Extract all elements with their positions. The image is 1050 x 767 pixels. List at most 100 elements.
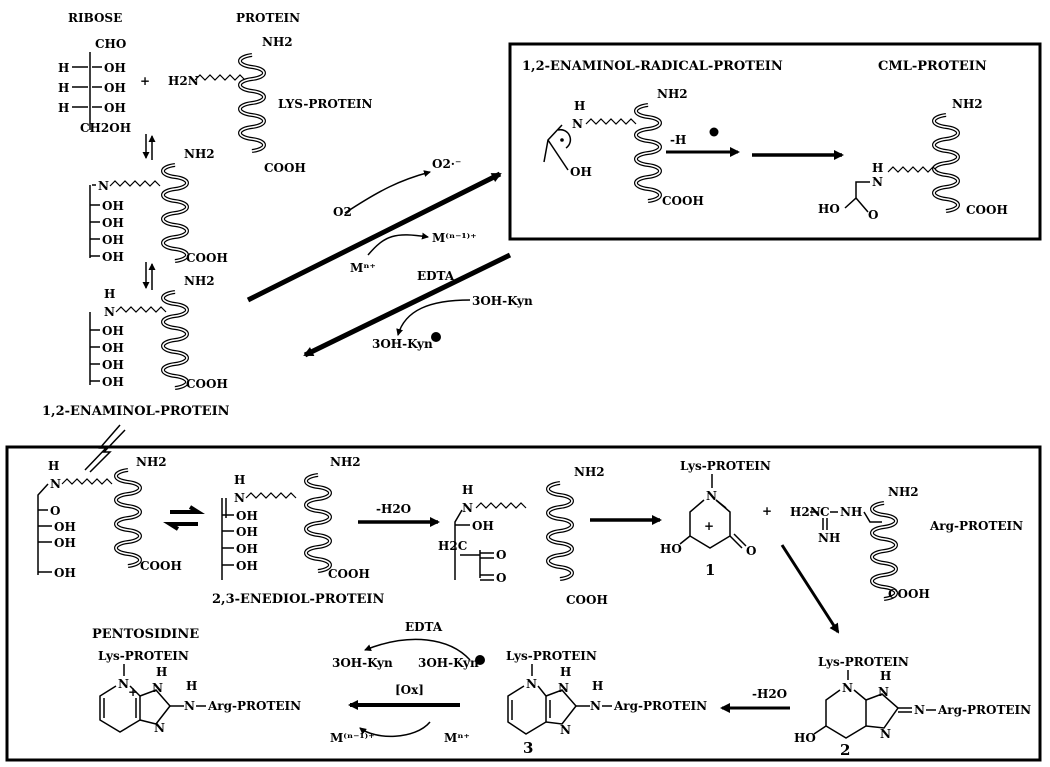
lys-protein-structure: PROTEIN NH2 H2N LYS-PROTEIN COOH <box>168 11 372 175</box>
svg-text:H: H <box>48 459 59 473</box>
pentosidine-label: PENTOSIDINE <box>92 627 199 642</box>
svg-text:CHO: CHO <box>95 37 126 51</box>
cml-protein-label: CML-PROTEIN <box>878 59 987 74</box>
svg-text:Arg-PROTEIN: Arg-PROTEIN <box>613 699 707 713</box>
protein-label: PROTEIN <box>236 11 300 25</box>
svg-text:Mⁿ⁺: Mⁿ⁺ <box>444 731 470 745</box>
svg-text:H: H <box>574 99 585 113</box>
svg-text:-H2O: -H2O <box>376 502 411 516</box>
svg-text:COOH: COOH <box>140 559 182 573</box>
svg-text:M⁽ⁿ⁻¹⁾⁺: M⁽ⁿ⁻¹⁾⁺ <box>432 231 477 245</box>
schiff-base-structure: N OH OH OH OH NH2 COOH <box>89 147 228 265</box>
svg-text:O: O <box>496 548 506 562</box>
pentosidine-pathway-box <box>5 445 1042 762</box>
svg-text:N: N <box>914 703 925 717</box>
enaminol-protein-label: 1,2-ENAMINOL-PROTEIN <box>42 404 230 419</box>
svg-text:COOH: COOH <box>186 377 228 391</box>
svg-text:OH: OH <box>236 559 258 573</box>
pentosidine-structure: PENTOSIDINE Lys-PROTEIN N + H N N H N Ar… <box>92 627 301 735</box>
svg-text:N: N <box>872 175 883 189</box>
svg-text:N: N <box>50 477 61 491</box>
enaminol-radical-protein-label: 1,2-ENAMINOL-RADICAL-PROTEIN <box>522 59 783 74</box>
svg-text:H: H <box>58 61 69 75</box>
svg-text:NH2: NH2 <box>136 455 167 469</box>
svg-text:COOH: COOH <box>264 161 306 175</box>
enediol-protein-structure: H N OH OH OH OH NH2 COOH 2,3-ENEDIOL-PRO… <box>212 455 384 607</box>
svg-text:-H2O: -H2O <box>752 687 787 701</box>
svg-text:OH: OH <box>104 81 126 95</box>
svg-text:OH: OH <box>236 542 258 556</box>
condensation-arrow <box>780 544 840 634</box>
svg-text:Arg-PROTEIN: Arg-PROTEIN <box>937 703 1031 717</box>
svg-text:COOH: COOH <box>566 593 608 607</box>
svg-text:OH: OH <box>236 525 258 539</box>
svg-text:OH: OH <box>54 566 76 580</box>
svg-text:Mⁿ⁺: Mⁿ⁺ <box>350 261 376 275</box>
svg-text:H: H <box>592 679 603 693</box>
svg-text:H: H <box>234 473 245 487</box>
svg-text:OH: OH <box>54 520 76 534</box>
svg-text:OH: OH <box>54 536 76 550</box>
svg-text:OH: OH <box>104 61 126 75</box>
svg-text:OH: OH <box>102 324 124 338</box>
arg-protein-label: Arg-PROTEIN <box>929 519 1023 533</box>
svg-text:COOH: COOH <box>888 587 930 601</box>
svg-text:O: O <box>496 571 506 585</box>
svg-text:COOH: COOH <box>328 567 370 581</box>
svg-text:EDTA: EDTA <box>405 620 443 634</box>
svg-text:OH: OH <box>102 358 124 372</box>
svg-text:C: C <box>820 505 830 519</box>
svg-text:N: N <box>572 117 583 131</box>
svg-text:H: H <box>880 669 891 683</box>
lys-protein-label: LYS-PROTEIN <box>278 97 372 111</box>
svg-text:N: N <box>234 491 245 505</box>
svg-text:N: N <box>154 721 165 735</box>
svg-text:COOH: COOH <box>662 194 704 208</box>
svg-text:NH: NH <box>840 505 862 519</box>
equilibrium-arrows-bottom <box>163 505 205 531</box>
svg-text:N: N <box>706 489 717 503</box>
svg-text:N: N <box>590 699 601 713</box>
equilibrium-arrows-left <box>142 134 156 290</box>
enediol-protein-label: 2,3-ENEDIOL-PROTEIN <box>212 592 384 607</box>
svg-text:H: H <box>462 483 473 497</box>
compound-2-structure: Lys-PROTEIN N HO H N N N Arg-PROTEIN 2 <box>794 655 1031 759</box>
svg-text:OH: OH <box>102 233 124 247</box>
svg-text:H2C: H2C <box>438 539 467 553</box>
svg-text:-H: -H <box>670 133 686 147</box>
svg-text:M⁽ⁿ⁻¹⁾⁺: M⁽ⁿ⁻¹⁾⁺ <box>330 731 375 745</box>
svg-text:OH: OH <box>102 341 124 355</box>
svg-text:N: N <box>842 681 853 695</box>
svg-text:O: O <box>868 208 878 222</box>
svg-text:NH2: NH2 <box>657 87 688 101</box>
svg-text:Lys-PROTEIN: Lys-PROTEIN <box>98 649 189 663</box>
svg-text:HO: HO <box>660 542 682 556</box>
compound-1-structure: Lys-PROTEIN N + O HO 1 + <box>660 459 772 579</box>
final-oxidation-arrows: EDTA 3OH-Kyn 3OH-Kyn [Ox] M⁽ⁿ⁻¹⁾⁺ Mⁿ⁺ <box>330 620 485 745</box>
svg-text:3OH-Kyn: 3OH-Kyn <box>332 656 393 670</box>
svg-text:N: N <box>104 305 115 319</box>
ribose-label: RIBOSE <box>68 11 122 25</box>
svg-text:N: N <box>526 677 537 691</box>
svg-text:Lys-PROTEIN: Lys-PROTEIN <box>680 459 771 473</box>
svg-text:OH: OH <box>236 509 258 523</box>
ribose-structure: RIBOSE CHO H OH H OH H OH CH2OH + <box>58 11 150 135</box>
svg-text:[Ox]: [Ox] <box>395 683 424 697</box>
svg-text:OH: OH <box>104 101 126 115</box>
svg-text:N: N <box>880 727 891 741</box>
svg-text:OH: OH <box>102 375 124 389</box>
compound-2-number: 2 <box>840 741 850 759</box>
enaminol-bottom-structure: H N O OH OH OH NH2 COOH <box>37 455 182 580</box>
svg-text:N: N <box>560 723 571 737</box>
svg-text:H: H <box>872 161 883 175</box>
svg-text:+: + <box>704 519 714 533</box>
compound-3-structure: Lys-PROTEIN N H N N H N Arg-PROTEIN 3 <box>506 649 707 757</box>
enaminol-radical-structure: 1,2-ENAMINOL-RADICAL-PROTEIN H N OH NH2 … <box>522 59 844 208</box>
svg-text:OH: OH <box>472 519 494 533</box>
svg-text:O2·⁻: O2·⁻ <box>432 157 461 171</box>
enaminol-protein-structure: H N OH OH OH OH NH2 COOH 1,2-ENAMINOL-PR… <box>42 274 230 419</box>
svg-text:H2N: H2N <box>790 505 821 519</box>
svg-text:HO: HO <box>818 202 840 216</box>
svg-text:EDTA: EDTA <box>417 269 455 283</box>
